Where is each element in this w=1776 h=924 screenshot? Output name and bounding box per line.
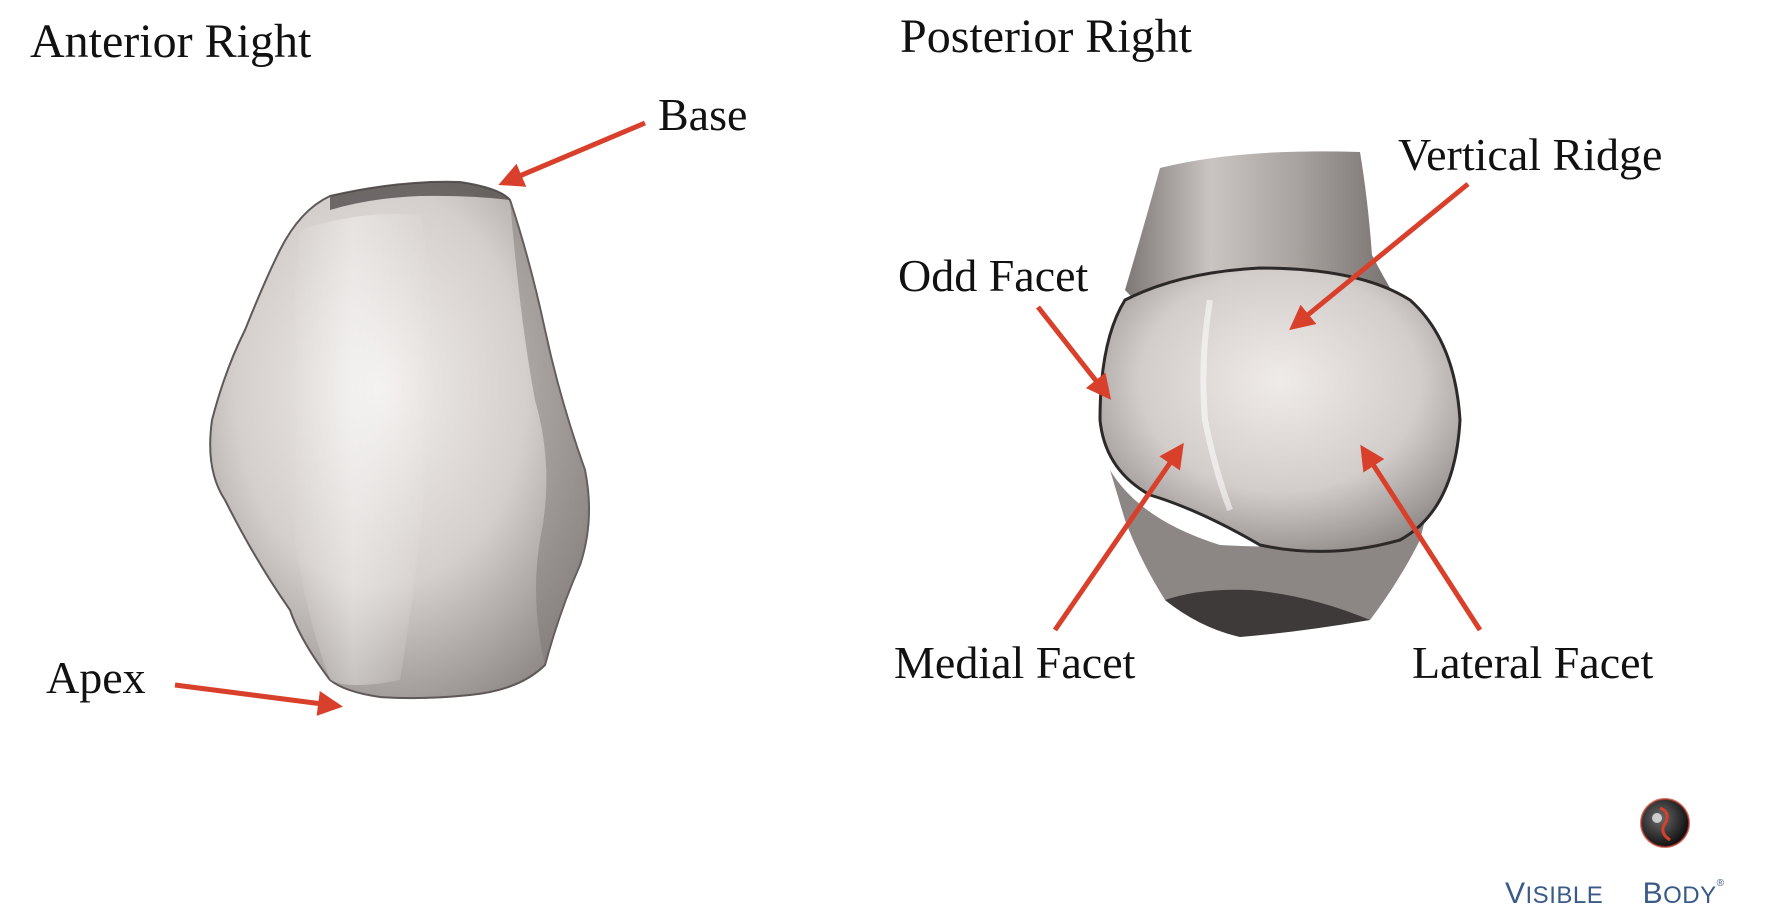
vertical-ridge-line — [1200, 299, 1233, 512]
vertical-ridge-label: Vertical Ridge — [1398, 129, 1663, 180]
lateral-facet-label: Lateral Facet — [1412, 637, 1654, 688]
posterior-patella — [1098, 151, 1462, 637]
anterior-highlight — [288, 214, 434, 685]
base-arrow — [498, 120, 646, 187]
lower-shaft-dark — [1165, 589, 1370, 637]
anterior-right-heading: Anterior Right — [30, 15, 312, 68]
base-label: Base — [658, 89, 748, 140]
apex-arrow — [174, 682, 343, 716]
visible-body-emblem-icon — [1640, 798, 1690, 848]
lateral-facet-arrow — [1360, 444, 1483, 632]
visible-body-logo: VISIBLE BODY® — [1505, 877, 1725, 910]
vertical-ridge-arrow — [1289, 182, 1470, 331]
posterior-right-heading: Posterior Right — [900, 10, 1193, 63]
articular-surface — [1098, 266, 1462, 553]
anterior-patella — [209, 180, 590, 700]
apex-label: Apex — [46, 652, 146, 703]
odd-facet-label: Odd Facet — [898, 250, 1089, 301]
anterior-right-shadow — [510, 200, 589, 665]
odd-facet-arrow — [1036, 305, 1112, 400]
medial-facet-label: Medial Facet — [894, 637, 1136, 688]
anterior-top-shadow — [330, 181, 510, 210]
medial-facet-arrow — [1052, 442, 1184, 632]
